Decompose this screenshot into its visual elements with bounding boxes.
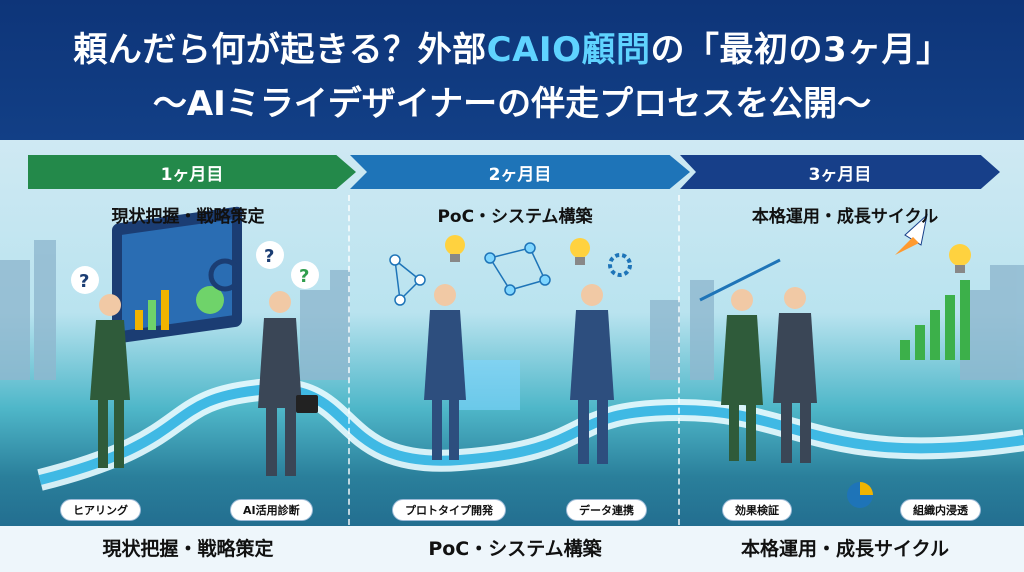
lightbulb-icon [570,238,590,265]
magnifier-icon [208,258,242,292]
footer-strip [0,526,1024,572]
lightbulb-icon [445,235,465,262]
month1-banner: 1ヶ月目 [28,155,356,189]
phase2-title: PoC・システム構築 [437,207,593,227]
network-icon [389,254,426,306]
tag-ai-diagnosis: AI活用診断 [230,499,313,521]
svg-text:?: ? [264,246,274,267]
phase3-title: 本格運用・成長サイクル [751,207,939,227]
tag-verification: 効果検証 [722,499,792,521]
consultant-woman-2 [424,284,466,460]
question-icon: ? [256,241,284,269]
gear-icon [608,253,632,277]
phase1-footer: 現状把握・戦略策定 [102,538,274,560]
consultant-woman [90,294,130,468]
consultant-man-3 [773,287,817,463]
consultant-woman-3 [721,289,763,461]
phase1-title: 現状把握・戦略策定 [111,207,265,227]
tag-hearing: ヒアリング [60,499,141,521]
tag-data-link: データ連携 [566,499,647,521]
consultant-man-2 [570,284,614,464]
rocket-icon [895,213,928,255]
header-banner: 頼んだら何が起きる？外部CAIO顧問の「最初の3ヶ月」 〜AIミライデザイナーの… [0,0,1024,140]
title-part2: の「最初の3ヶ月」 [650,30,951,70]
dashboard-board [112,206,242,344]
page-title: 頼んだら何が起きる？外部CAIO顧問の「最初の3ヶ月」 [0,22,1024,71]
svg-text:?: ? [299,266,309,287]
phase-divider [348,195,350,525]
month2-banner: 2ヶ月目 [350,155,690,189]
tag-prototype: プロトタイプ開発 [392,499,506,521]
phase-divider [678,195,680,525]
tag-org-adoption: 組織内浸透 [900,499,981,521]
bar-chart-icon [900,280,970,360]
illustration-art: ? ? ? [0,206,1024,508]
page-subtitle: 〜AIミライデザイナーの伴走プロセスを公開〜 [152,84,872,124]
network-icon [484,242,551,296]
phase2-footer: PoC・システム構築 [428,538,602,560]
growth-arrow [699,258,781,302]
question-icon: ? [291,261,319,289]
title-highlight: CAIO顧問 [486,30,651,70]
title-part1: 頼んだら何が起きる？外部 [73,30,487,70]
phase3-footer: 本格運用・成長サイクル [740,538,950,560]
journey-road [37,378,1024,491]
question-icon: ? [71,266,99,294]
svg-text:?: ? [79,271,89,292]
lightbulb-icon [949,244,971,273]
consultant-man [258,291,318,476]
month3-banner: 3ヶ月目 [680,155,1000,189]
